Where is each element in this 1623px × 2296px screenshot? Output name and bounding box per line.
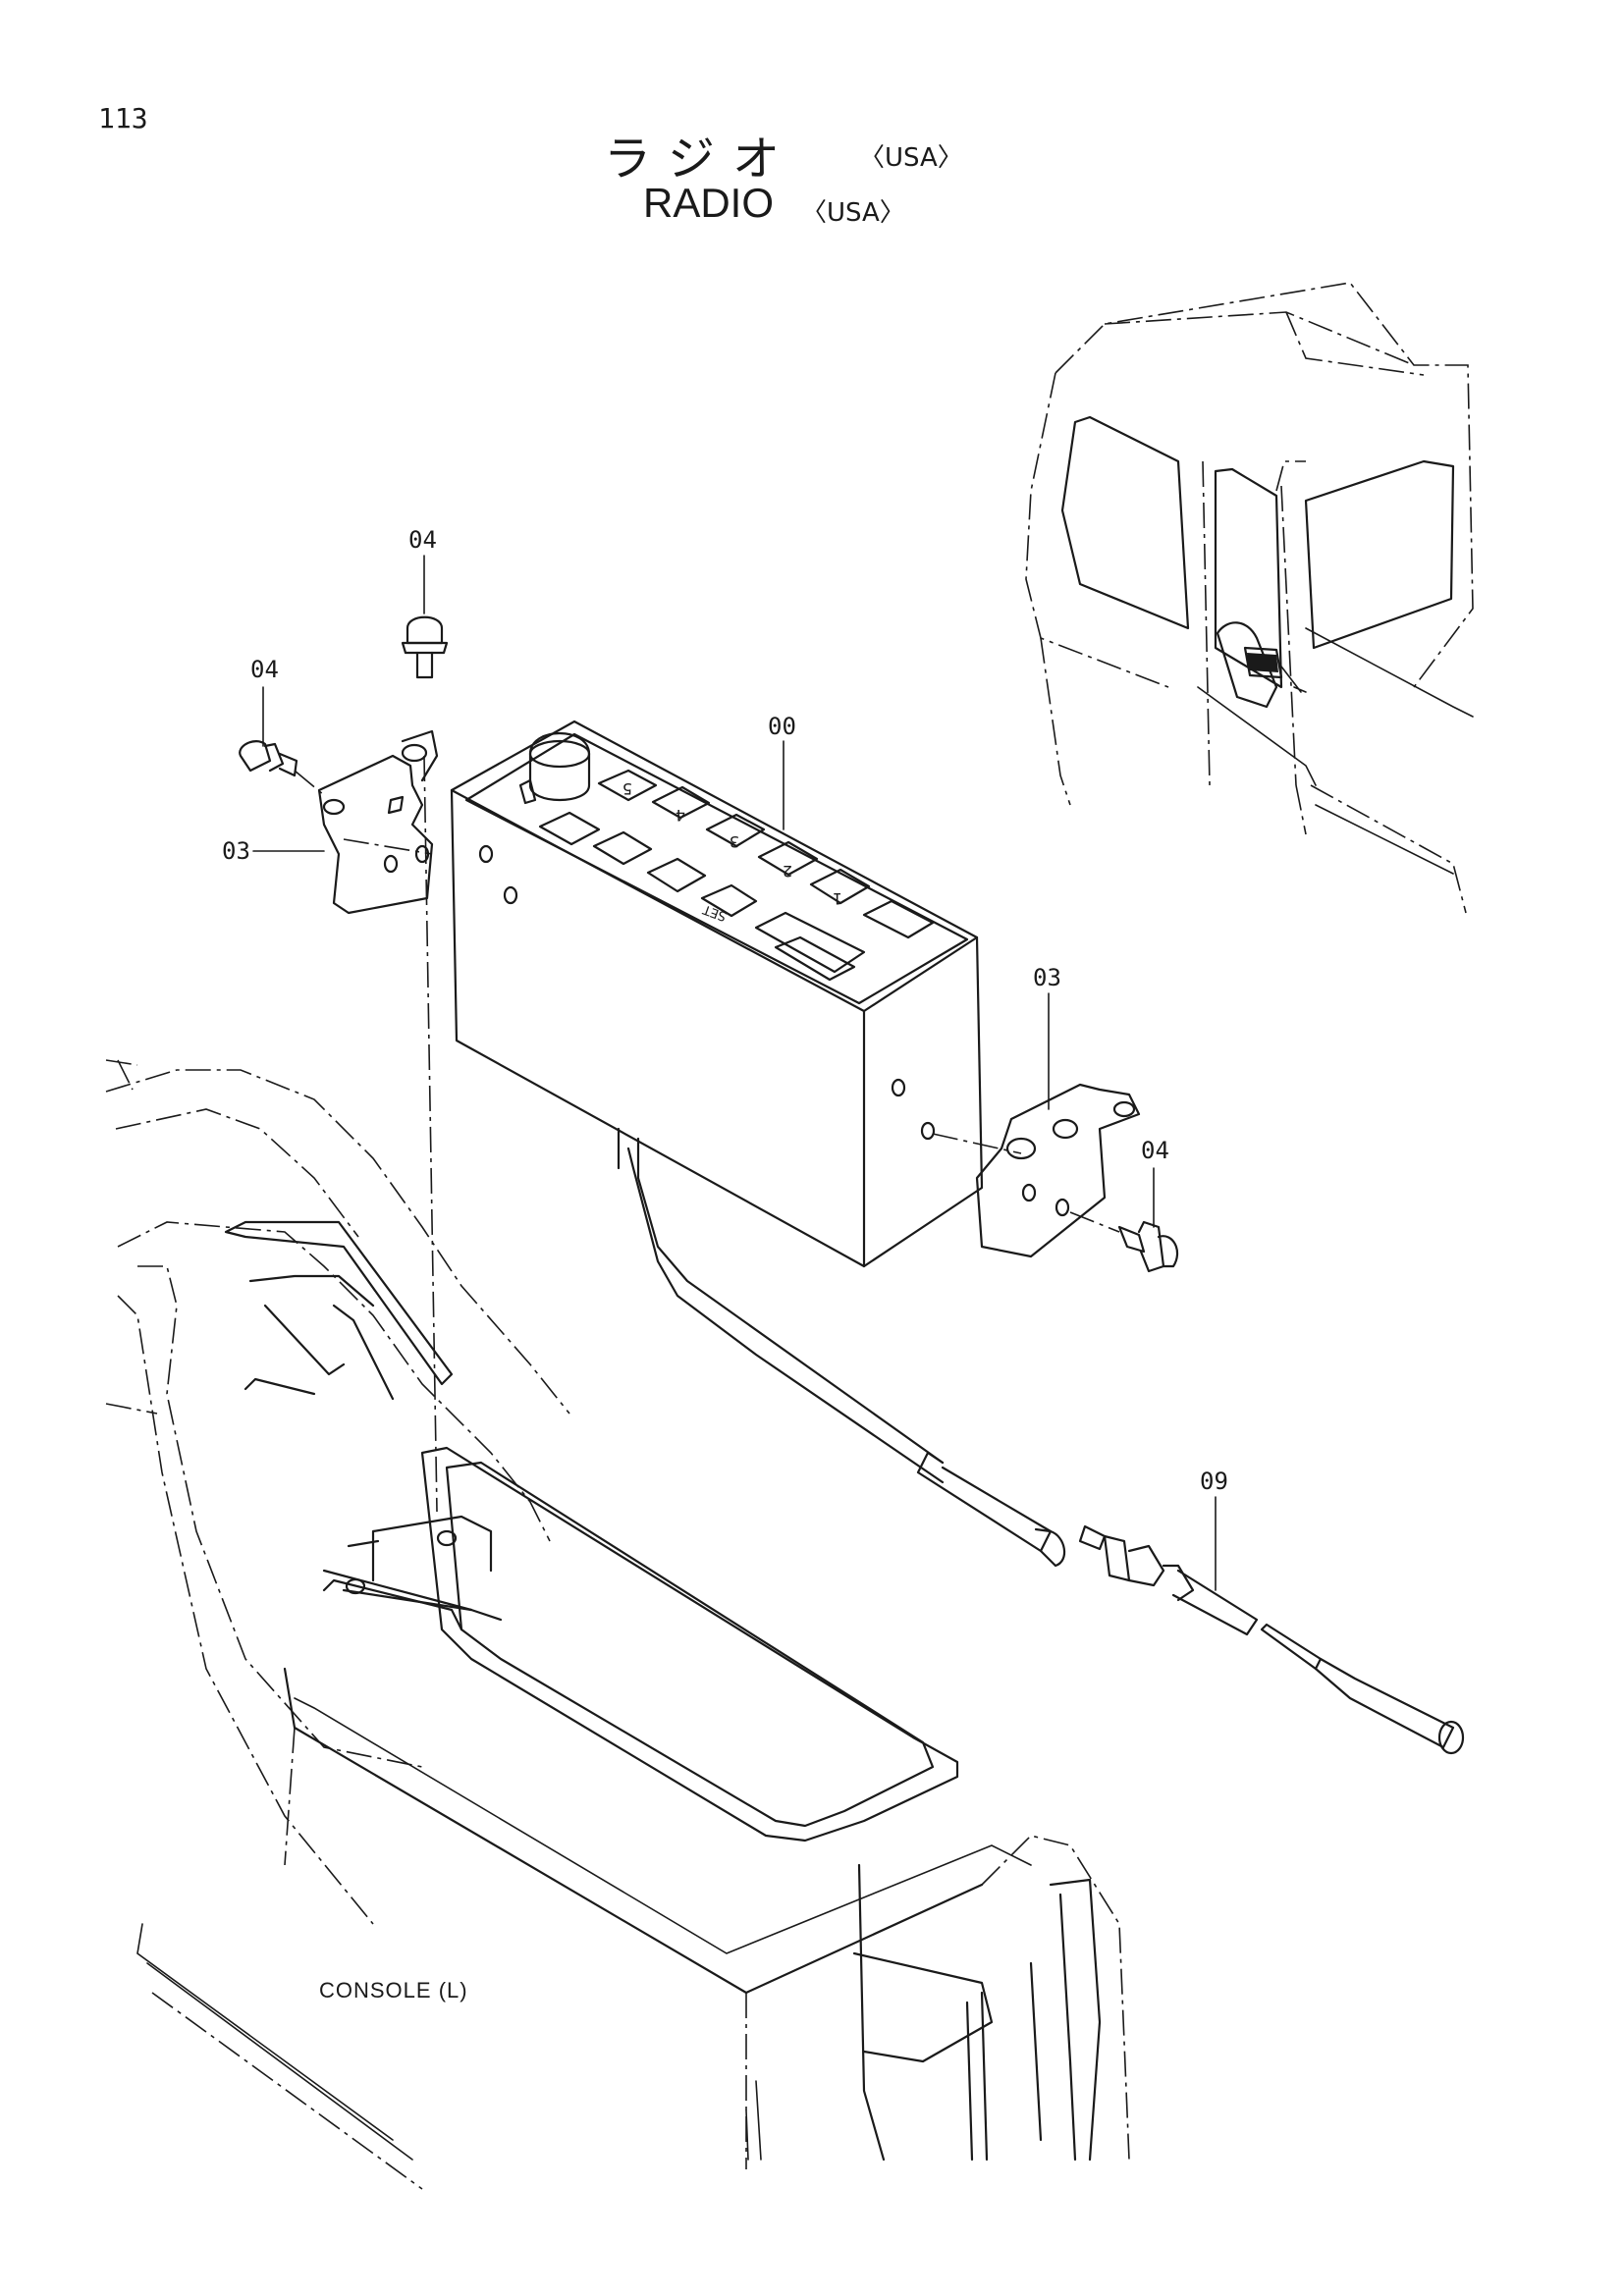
console-label: CONSOLE (L) <box>319 1978 468 2002</box>
title-english: RADIO <box>643 180 775 226</box>
leader-lines <box>252 555 1217 1591</box>
radio-button-4: 4 <box>676 806 685 825</box>
title-japanese-region: 〈USA〉 <box>859 143 963 173</box>
screw-left <box>239 740 325 796</box>
radio-button-2: 2 <box>783 862 792 881</box>
bracket-right <box>932 1083 1141 1258</box>
callout-bracket-right: 03 <box>1033 964 1061 991</box>
screw-top <box>401 615 449 679</box>
radio-unit <box>450 720 984 1484</box>
radio-button-set: SET <box>701 901 729 923</box>
callout-labels: 00 03 03 04 04 04 09 <box>222 526 1228 1495</box>
antenna-cable <box>916 1451 1465 1755</box>
bracket-left <box>317 729 439 1513</box>
callout-screw-top: 04 <box>408 526 437 554</box>
callout-screw-right: 04 <box>1141 1137 1169 1164</box>
callout-bracket-left: 03 <box>222 837 250 865</box>
page-number: 113 <box>98 102 148 134</box>
title-english-region: 〈USA〉 <box>801 198 905 228</box>
radio-button-5: 5 <box>622 779 632 798</box>
callout-antenna-cable: 09 <box>1200 1468 1228 1495</box>
callout-radio: 00 <box>768 713 796 740</box>
callout-screw-left: 04 <box>250 656 279 683</box>
console <box>105 1059 1130 2190</box>
cab-inset <box>1025 282 1474 914</box>
radio-button-3: 3 <box>730 832 739 851</box>
screw-right <box>1069 1211 1179 1273</box>
title-japanese: ラジオ <box>604 132 798 187</box>
radio-button-1: 1 <box>833 889 842 908</box>
